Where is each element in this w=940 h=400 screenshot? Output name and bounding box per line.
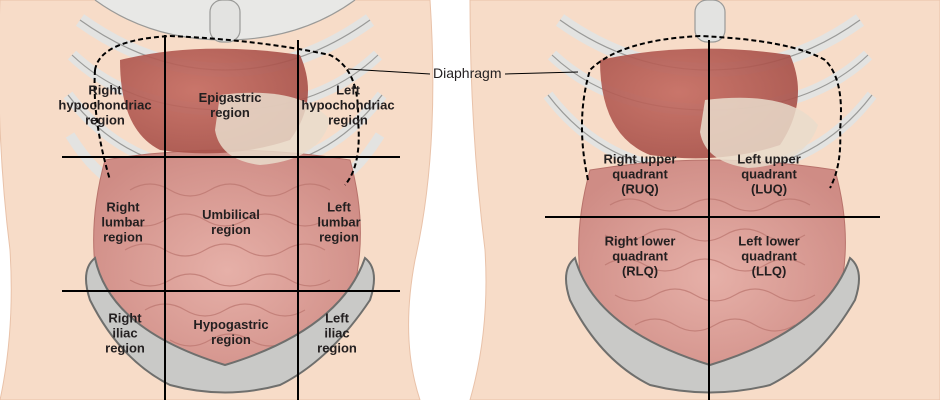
label-luq: Left upper quadrant (LUQ) xyxy=(737,151,801,197)
label-right-iliac: Right iliac region xyxy=(105,310,145,356)
nine-region-grid xyxy=(62,35,400,400)
sternum-left xyxy=(209,0,241,43)
intestine-coils-right xyxy=(604,198,816,332)
nine-regions-figure xyxy=(0,0,434,400)
label-hypogastric: Hypogastric region xyxy=(193,317,269,347)
label-right-lumbar: Right lumbar region xyxy=(101,199,145,245)
stomach-left xyxy=(215,92,330,165)
quadrants-figure xyxy=(469,0,940,400)
stomach-right xyxy=(700,97,818,168)
label-left-lumbar: Left lumbar region xyxy=(317,199,361,245)
diaphragm-leader-lines xyxy=(347,68,579,75)
label-umbilical: Umbilical region xyxy=(202,207,260,237)
intestine-coils-left xyxy=(124,183,331,347)
label-left-hypochondriac: Left hypochondriac region xyxy=(301,82,395,128)
label-epigastric: Epigastric region xyxy=(198,90,262,120)
diaphragm-label: Diaphragm xyxy=(433,65,502,81)
diaphragm-outline-left xyxy=(94,34,360,186)
label-llq: Left lower quadrant (LLQ) xyxy=(738,233,800,279)
pelvis-left xyxy=(85,256,375,394)
label-ruq: Right upper quadrant (RUQ) xyxy=(603,151,677,197)
diaphragm-outline-right xyxy=(580,34,842,189)
quadrant-grid xyxy=(545,40,880,400)
label-rlq: Right lower quadrant (RLQ) xyxy=(604,233,676,279)
label-left-iliac: Left iliac region xyxy=(317,310,357,356)
label-right-hypochondriac: Right hypochondriac region xyxy=(58,82,152,128)
